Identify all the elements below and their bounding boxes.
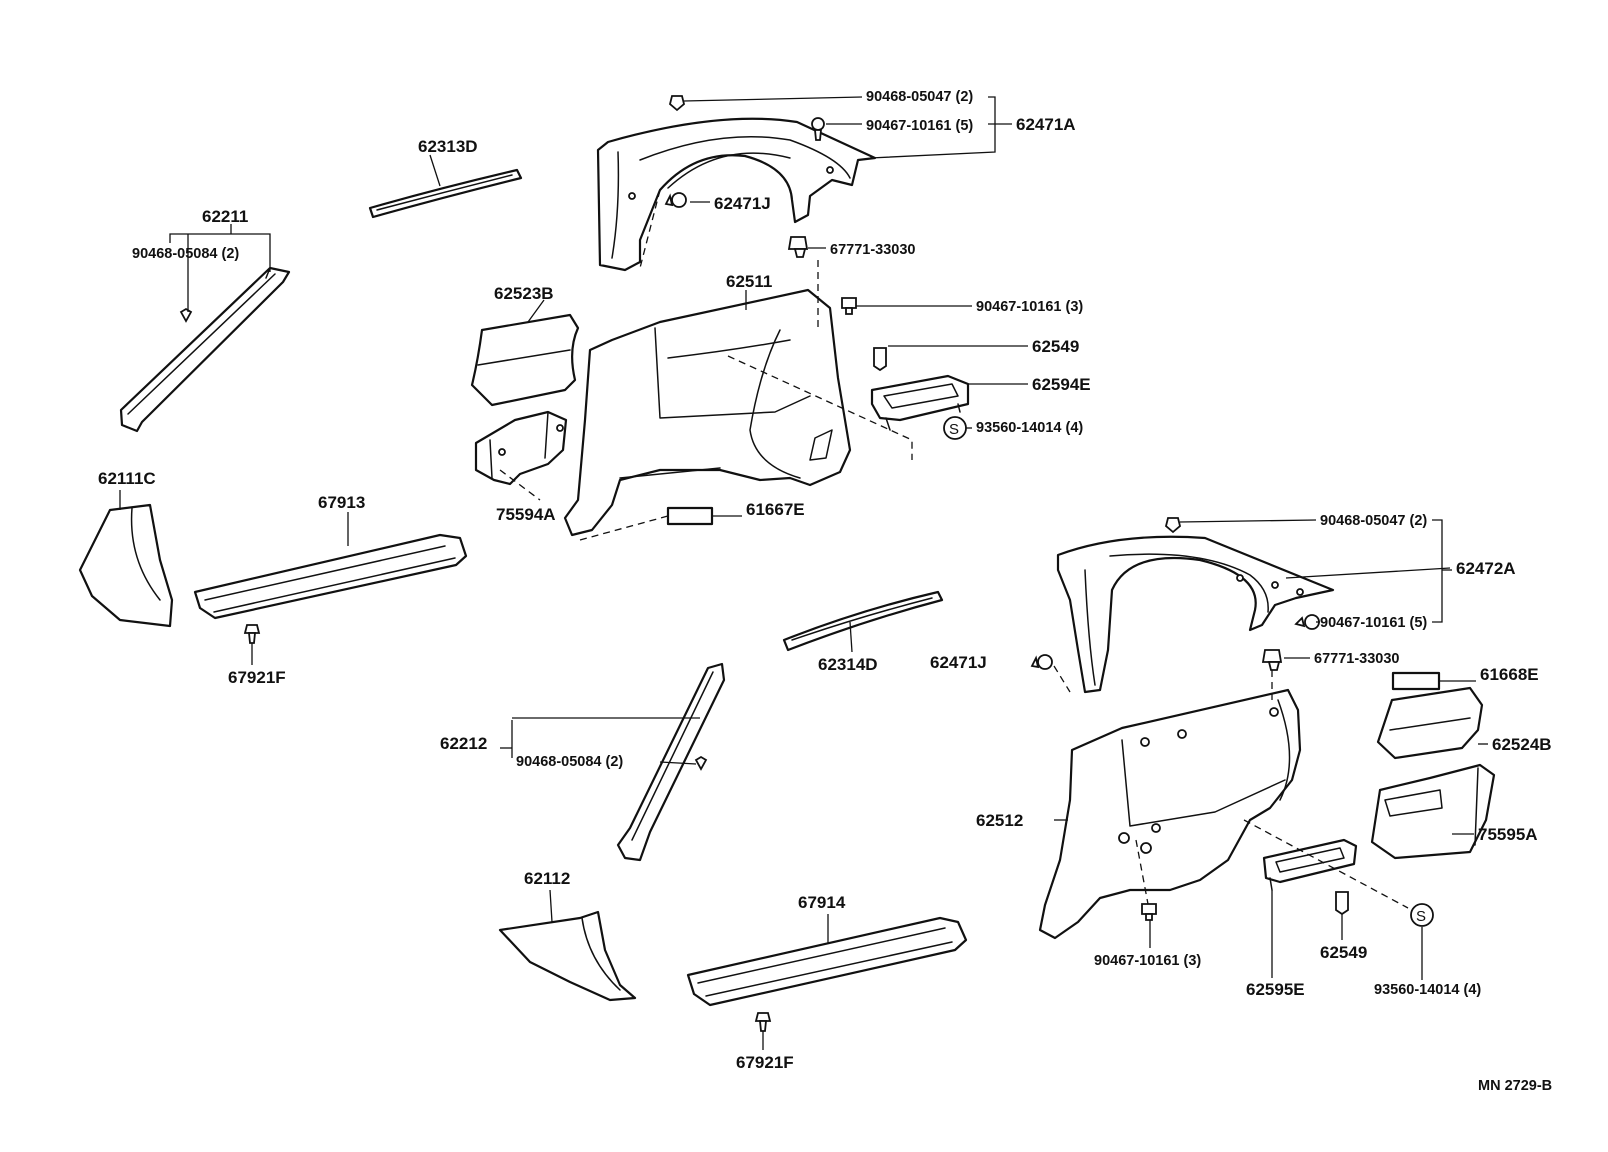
leader-lines	[119, 96, 1488, 1050]
label-62524b: 62524B	[1492, 735, 1552, 754]
label-90467-10161-3-bottom: 90467-10161 (3)	[1094, 953, 1201, 969]
label-93560-14014-top: 93560-14014 (4)	[976, 420, 1083, 436]
s-symbol-top: S	[949, 421, 959, 438]
label-62595e: 62595E	[1246, 980, 1305, 999]
part-62112	[498, 910, 637, 1002]
s-symbol-bottom: S	[1416, 908, 1426, 925]
label-75594a: 75594A	[496, 505, 556, 524]
part-62211	[119, 266, 291, 433]
part-62313d	[368, 168, 523, 219]
dashed-assembly-lines	[499, 189, 1409, 909]
label-67771-33030-top: 67771-33030	[830, 242, 915, 258]
part-67914	[686, 916, 968, 1007]
label-61668e: 61668E	[1480, 665, 1539, 684]
label-75595a: 75595A	[1478, 825, 1538, 844]
label-90468-05084-mid: 90468-05084 (2)	[516, 754, 623, 770]
label-67914: 67914	[798, 893, 846, 912]
part-62594e	[870, 374, 970, 431]
label-62211: 62211	[202, 207, 248, 226]
callout-labels: 90468-05047 (2) 90467-10161 (5) 62471A 6…	[98, 89, 1552, 1094]
fastener-90468-05047-right	[1164, 517, 1182, 534]
fastener-90467-10161-3-top	[841, 297, 857, 315]
label-62512: 62512	[976, 811, 1023, 830]
part-62472a	[1056, 535, 1335, 694]
label-62471a: 62471A	[1016, 115, 1076, 134]
clip-62471j-right	[1030, 654, 1053, 670]
part-67913	[193, 533, 468, 620]
part-61668e	[1391, 671, 1441, 691]
fastener-90467-10161-top	[811, 117, 825, 141]
label-62111c: 62111C	[98, 469, 156, 488]
screw-67921f-bottom	[754, 1012, 772, 1032]
part-75594a	[474, 410, 568, 486]
part-62511	[563, 288, 852, 537]
label-62523b: 62523B	[494, 284, 554, 303]
label-62511: 62511	[726, 272, 772, 291]
label-67921f-left: 67921F	[228, 668, 286, 687]
clip-93560-bottom: S	[1410, 903, 1434, 927]
part-62512	[1038, 688, 1302, 940]
part-62595e	[1262, 838, 1358, 891]
label-90467-10161-5-right: 90467-10161 (5)	[1320, 615, 1427, 631]
clip-62471j-top	[664, 192, 687, 208]
label-62472a: 62472A	[1456, 559, 1516, 578]
label-90468-05047-right: 90468-05047 (2)	[1320, 513, 1427, 529]
clip-93560-top: S	[943, 416, 967, 440]
label-67913: 67913	[318, 493, 365, 512]
part-61667e	[666, 506, 714, 526]
label-62549-bottom: 62549	[1320, 943, 1367, 962]
clip-62549-top	[873, 347, 887, 372]
label-67771-33030-right: 67771-33030	[1314, 651, 1399, 667]
fastener-90467-10161-right	[1294, 614, 1320, 630]
label-62471j-right: 62471J	[930, 653, 987, 672]
fastener-90467-10161-3-bottom	[1141, 903, 1157, 921]
drawing-code: MN 2729-B	[1478, 1078, 1552, 1094]
label-62313d: 62313D	[418, 137, 478, 156]
label-67921f-bottom: 67921F	[736, 1053, 794, 1072]
label-62212: 62212	[440, 734, 487, 753]
label-90467-10161-5-top: 90467-10161 (5)	[866, 118, 973, 134]
fastener-67771-right	[1261, 649, 1283, 671]
label-62594e: 62594E	[1032, 375, 1091, 394]
label-62549-top: 62549	[1032, 337, 1079, 356]
part-62314d	[782, 590, 944, 652]
label-90467-10161-3-top: 90467-10161 (3)	[976, 299, 1083, 315]
label-93560-14014-bottom: 93560-14014 (4)	[1374, 982, 1481, 998]
screw-67921f-left	[243, 624, 261, 644]
label-62471j-top: 62471J	[714, 194, 771, 213]
fastener-90468-05047-top	[668, 95, 686, 112]
label-62314d: 62314D	[818, 655, 878, 674]
label-90468-05047-top: 90468-05047 (2)	[866, 89, 973, 105]
part-62471a	[596, 117, 877, 272]
label-62112: 62112	[524, 869, 570, 888]
part-62524b	[1376, 686, 1484, 760]
part-62111c	[78, 503, 174, 628]
label-90468-05084-left: 90468-05084 (2)	[132, 246, 239, 262]
clip-inside-62512	[1118, 832, 1152, 854]
part-62523b	[470, 313, 580, 407]
part-75595a	[1370, 763, 1496, 860]
fastener-67771-top	[787, 236, 809, 258]
clip-62549-bottom	[1335, 891, 1349, 916]
label-61667e: 61667E	[746, 500, 805, 519]
